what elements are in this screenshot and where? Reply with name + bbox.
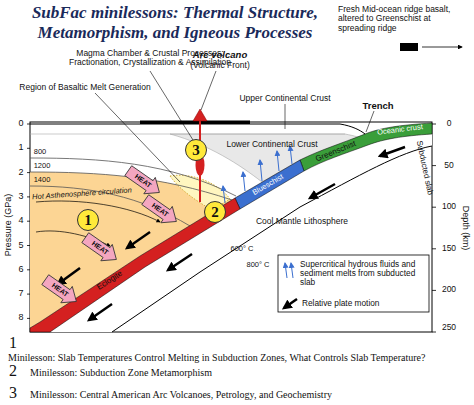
diagram-label: 250: [442, 323, 456, 332]
fluid-arrow: [243, 172, 245, 191]
plot-frame: [30, 122, 432, 332]
diagram-label: Trench: [362, 101, 393, 111]
diagram-label: 0: [447, 119, 452, 128]
axis-ticks: [27, 124, 436, 332]
diagram-label: 1400: [34, 176, 51, 184]
heat-arrow: [140, 191, 183, 229]
diagram-title: SubFac minilessons: Thermal Structure, M…: [10, 3, 340, 43]
callout-circle: 2: [204, 201, 226, 223]
diagram-label: 7: [18, 289, 23, 299]
diagram-label: (Volcanic Front): [190, 61, 250, 70]
legend-text: Supercritical hydrous fluids and sedimen…: [300, 260, 424, 287]
heat-arrow: [40, 271, 83, 309]
heat-arrow: [123, 162, 166, 200]
diagram-label: 200: [442, 286, 456, 295]
diagram-label: Fresh Mid-ocean ridge basalt, altered to…: [338, 5, 470, 33]
leader-line: [201, 71, 216, 110]
legend-motion-sample: [284, 299, 297, 308]
diagram-label: 800° C: [246, 261, 269, 269]
fluid-arrow: [223, 186, 225, 203]
ridge-arrow: [422, 47, 462, 48]
motion-arrow: [89, 304, 112, 320]
motion-arrow: [127, 232, 150, 248]
diagram-label: Minilesson: Subduction Zone Metamorphism: [30, 367, 212, 378]
legend-fluid-sample: [291, 263, 293, 278]
diagram-label: 1200: [34, 162, 51, 170]
diagram-label: 800: [34, 148, 47, 156]
slab-base-line: [112, 146, 432, 332]
fluid-arrow: [277, 151, 279, 171]
diagram-label: 3: [9, 384, 17, 402]
volcano-symbol: [193, 109, 207, 121]
motion-arrow: [310, 184, 335, 198]
crust-boundary: [30, 134, 345, 135]
fluid-arrow: [260, 160, 262, 181]
diagram-label: 50: [444, 161, 453, 170]
blueschist-band: [235, 160, 304, 209]
leader-line: [150, 71, 193, 140]
diagram-label: Lower Continental Crust: [226, 140, 317, 149]
diagram-label: 100: [442, 203, 456, 212]
leader-line: [95, 93, 180, 182]
heat-arrow: [80, 229, 123, 267]
ridge-basalt-symbol: [400, 43, 418, 51]
slab-lithosphere: [50, 134, 432, 332]
callout-number: 3: [192, 142, 200, 159]
callout-number: 1: [84, 212, 92, 229]
diagram-label: Depth (km): [460, 206, 470, 251]
eclogite-band: [30, 198, 240, 332]
motion-arrow: [380, 147, 405, 156]
legend-fluid-sample: [285, 263, 287, 278]
heat-arrows: [40, 162, 183, 309]
motion-arrow: [58, 268, 80, 284]
legend-text: Relative plate motion: [302, 299, 426, 308]
diagram-label: 2: [18, 168, 23, 178]
diagram-label: Minilesson: Slab Temperatures Control Me…: [8, 352, 425, 363]
diagram-label: 600° C: [230, 245, 253, 253]
callout-number: 2: [211, 204, 219, 221]
leader-line: [366, 111, 374, 132]
leader-line: [285, 104, 286, 129]
diagram-label: 5: [18, 241, 23, 251]
diagram-label: Upper Continental Crust: [239, 94, 330, 103]
diagram-label: 1: [9, 334, 17, 352]
diagram-label: 4: [18, 216, 23, 226]
diagram-label: 1: [18, 143, 23, 153]
diagram-label: 8: [18, 313, 23, 323]
diagram-label: 6: [18, 265, 23, 275]
diagram-label: 150: [442, 244, 456, 253]
diagram-label: 3: [18, 192, 23, 202]
diagram-label: 2: [9, 362, 17, 380]
callout-circle: 1: [77, 209, 99, 231]
callout-circle: 3: [185, 139, 207, 161]
greenschist-band: [300, 123, 432, 171]
diagram-label: Region of Basaltic Melt Generation: [19, 83, 150, 92]
diagram-label: Arc volcano: [193, 50, 247, 60]
fluid-arrows: [223, 146, 292, 203]
diagram-label: Cool Mantle Lithosphere: [256, 217, 348, 226]
diagram-label: Minilesson: Central American Arc Volcano…: [30, 389, 332, 400]
diagram-label: Pressure (GPa): [4, 194, 14, 257]
diagram-label: 0: [18, 119, 23, 129]
motion-arrow: [168, 254, 192, 270]
legend-box: [278, 255, 429, 312]
surface-line: [30, 124, 365, 134]
